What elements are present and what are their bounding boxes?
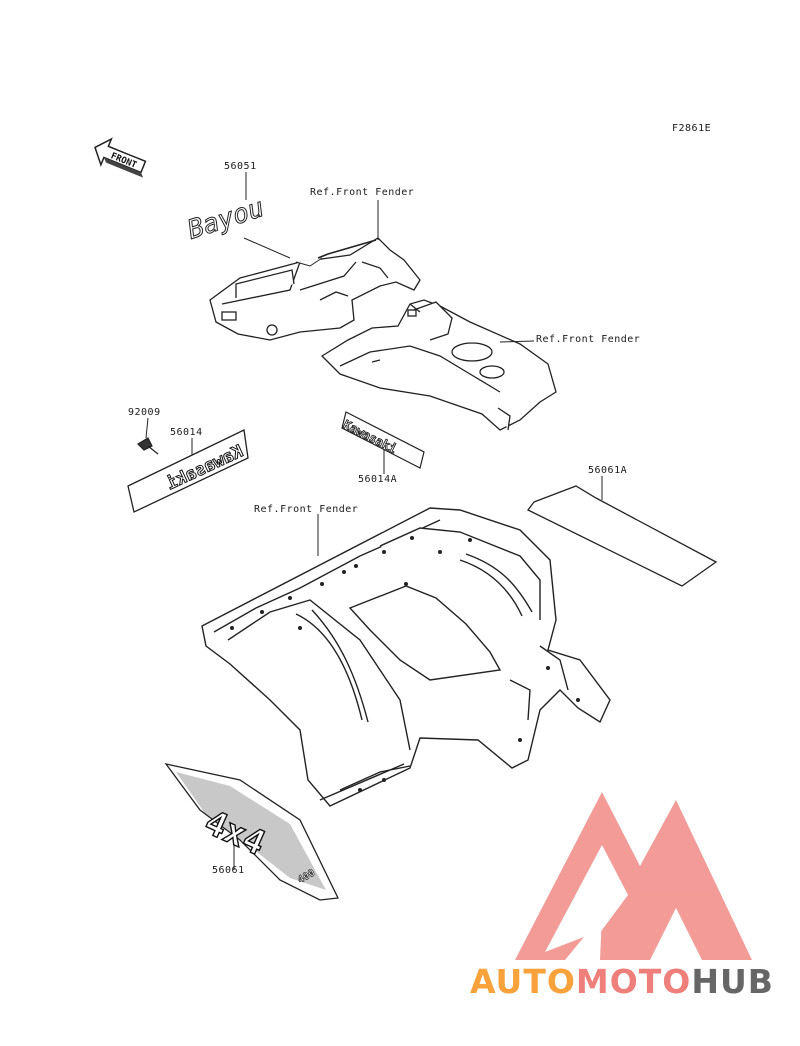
callout-56051: 56051	[224, 161, 257, 172]
strip-decal-56061A	[527, 485, 718, 587]
callout-92009: 92009	[128, 407, 161, 418]
watermark-hub: HUB	[691, 962, 774, 1001]
figure-code: F2861E	[672, 123, 712, 134]
watermark-auto: AUTO	[470, 962, 576, 1001]
watermark-text: AUTOMOTOHUB	[470, 962, 774, 1001]
front-fender-main-part	[201, 507, 611, 807]
bayou-decal: Bayou	[184, 192, 269, 246]
callout-ref-front-fender-right: Ref.Front Fender	[536, 334, 641, 345]
4x4-decal-56061: 4x4 400	[164, 763, 339, 901]
leader-lines-upper	[145, 172, 603, 870]
front-fender-upper-part	[209, 237, 557, 431]
callout-ref-front-fender-bottom: Ref.Front Fender	[254, 504, 359, 515]
screw-92009-icon	[137, 437, 159, 455]
watermark-logo-icon	[515, 792, 752, 960]
callout-56014A: 56014A	[358, 474, 398, 485]
callout-ref-front-fender-top: Ref.Front Fender	[310, 187, 415, 198]
callout-56061: 56061	[212, 865, 245, 876]
callout-56014: 56014	[170, 427, 203, 438]
watermark-moto: MOTO	[575, 962, 692, 1001]
front-arrow-icon: FRONT	[94, 137, 147, 178]
kawasaki-decal-56014A: Kawasaki	[341, 411, 425, 469]
callout-56061A: 56061A	[588, 465, 628, 476]
bayou-decal-text: Bayou	[184, 193, 268, 246]
